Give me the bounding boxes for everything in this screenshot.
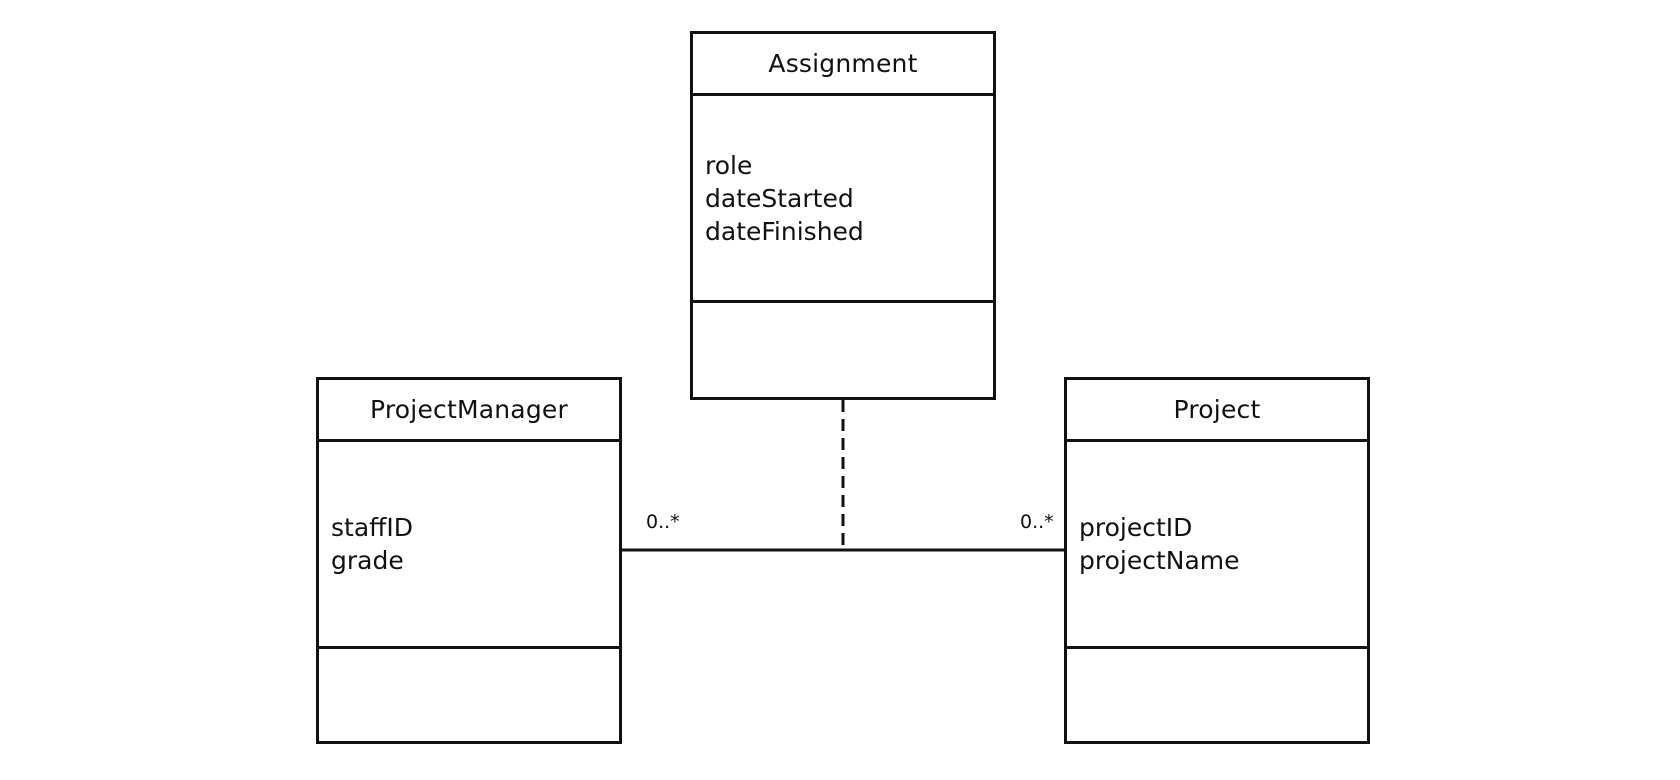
attributes-assignment: role dateStarted dateFinished (693, 96, 993, 303)
attribute-project-name: projectName (1079, 546, 1240, 575)
attribute-staff-id: staffID (331, 513, 413, 542)
attribute-date-started: dateStarted (705, 183, 854, 213)
class-name-project-manager: ProjectManager (319, 380, 619, 442)
attribute-grade: grade (331, 546, 404, 575)
attributes-project: projectID projectName (1067, 442, 1367, 649)
attribute-date-finished: dateFinished (705, 216, 864, 246)
multiplicity-project-end: 0..* (1020, 511, 1054, 533)
attribute-project-id: projectID (1079, 513, 1193, 542)
class-project: Project projectID projectName (1064, 377, 1370, 744)
class-project-manager: ProjectManager staffID grade (316, 377, 622, 744)
attribute-role: role (705, 150, 753, 180)
class-name-assignment: Assignment (693, 34, 993, 96)
class-name-project: Project (1067, 380, 1367, 442)
class-assignment: Assignment role dateStarted dateFinished (690, 31, 996, 400)
multiplicity-project-manager-end: 0..* (646, 511, 680, 533)
attributes-project-manager: staffID grade (319, 442, 619, 649)
